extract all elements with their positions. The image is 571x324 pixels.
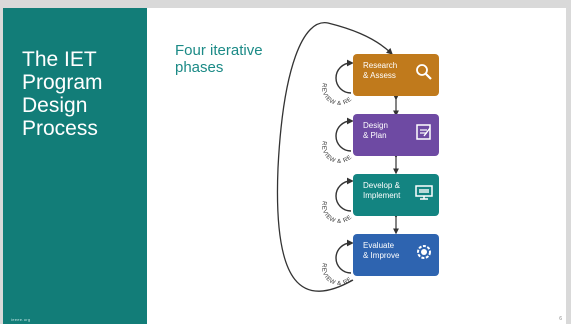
phase-develop-implement: Develop & Implement [353, 174, 439, 216]
phase-evaluate-improve: Evaluate & Improve [353, 234, 439, 276]
phase-design-plan: Design & Plan [353, 114, 439, 156]
review-revise-label: REVIEW & REVISE [3, 8, 353, 165]
review-revise-label: REVIEW & REVISE [3, 8, 353, 225]
phase-label: Evaluate & Improve [363, 241, 400, 260]
magnifier-icon [415, 63, 433, 86]
review-revise-loop-1: REVIEW & REVISE [3, 8, 354, 107]
phase-label: Design & Plan [363, 121, 388, 140]
phase-research-assess: Research & Assess [353, 54, 439, 96]
review-revise-label: REVIEW & REVISE [3, 8, 353, 287]
phase-label: Develop & Implement [363, 181, 401, 200]
footer-text: ieeee.org [11, 317, 31, 322]
svg-text:REVIEW & REVISE: REVIEW & REVISE [3, 8, 353, 225]
slide: The IET Program Design Process ieeee.org… [3, 8, 566, 324]
svg-text:REVIEW & REVISE: REVIEW & REVISE [3, 8, 353, 165]
page-number: 6 [559, 316, 562, 322]
clipboard-icon [415, 123, 433, 146]
sidebar-panel: The IET Program Design Process ieeee.org [3, 8, 147, 324]
svg-text:REVIEW & REVISE: REVIEW & REVISE [3, 8, 353, 287]
svg-text:REVIEW & REVISE: REVIEW & REVISE [3, 8, 353, 107]
review-revise-loop-4: REVIEW & REVISE [3, 8, 354, 287]
process-diagram: REVIEW & REVISE REVIEW & REVISE REVIEW &… [3, 8, 399, 292]
review-revise-loop-2: REVIEW & REVISE [3, 8, 354, 165]
phase-label: Research & Assess [363, 61, 398, 80]
gear-icon [415, 243, 433, 266]
review-revise-label: REVIEW & REVISE [3, 8, 353, 107]
subtitle: Four iterative phases [175, 42, 263, 76]
monitor-icon [415, 183, 433, 206]
outer-loop-arrow [276, 22, 393, 292]
slide-title: The IET Program Design Process [22, 48, 103, 140]
review-revise-loop-3: REVIEW & REVISE [3, 8, 354, 225]
